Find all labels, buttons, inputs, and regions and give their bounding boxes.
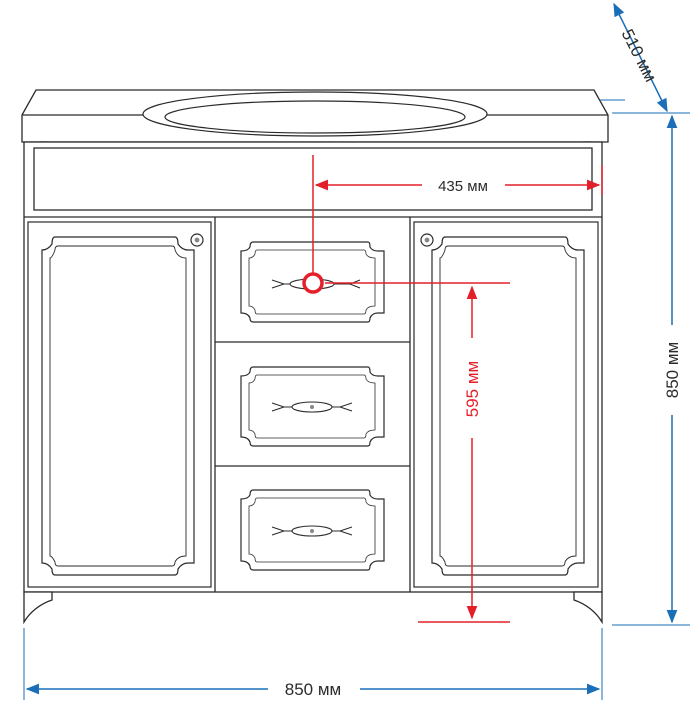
left-door [27,221,212,588]
height-label: 850 мм [663,342,682,398]
width-label: 850 мм [285,680,341,699]
sink-offset-dimension: 435 мм [312,155,603,275]
depth-dimension: 510 мм [600,2,668,113]
right-door [413,221,599,588]
sink-offset-label: 435 мм [438,178,488,195]
drawer-middle-handle [271,401,353,413]
drain-outlet-marker [302,272,324,294]
width-dimension: 850 мм [23,628,603,700]
right-door-knob [420,233,434,247]
left-door-knob [190,233,204,247]
drain-height-dimension: 595 мм [325,282,510,623]
cabinet-legs [23,591,603,625]
drawer-middle [240,366,385,447]
height-dimension: 850 мм [612,112,690,626]
drawer-bottom [240,489,385,571]
drain-height-label: 595 мм [463,361,482,417]
drawer-bottom-handle [271,525,353,537]
depth-label: 510 мм [618,26,661,85]
drawer-top [240,241,385,323]
